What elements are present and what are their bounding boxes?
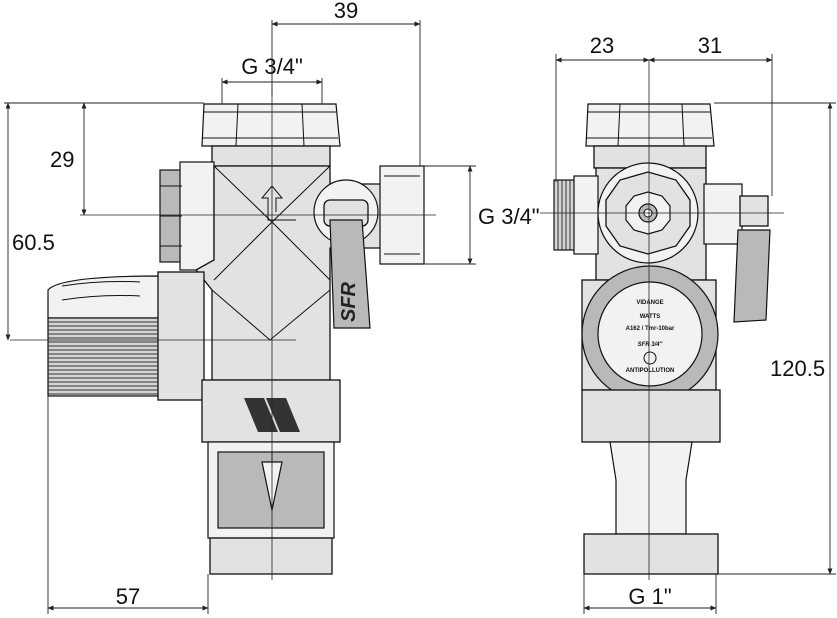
side-knurled-plug	[553, 179, 577, 251]
handle-brand-label: SFR	[338, 281, 360, 322]
dim-top-width: 39	[334, 0, 358, 23]
dim-side-height-total: 120.5	[770, 356, 825, 381]
side-top-nut	[585, 103, 715, 169]
front-view-center-lines	[10, 86, 436, 580]
dim-bottom-thread: G 1"	[628, 584, 671, 609]
dial-text-model: A162 / Tmr-10bar	[626, 326, 675, 332]
dim-height-total-left: 60.5	[12, 230, 55, 255]
dim-side-thread: G 3/4"	[478, 204, 540, 229]
dim-side-width-right: 31	[698, 33, 722, 58]
dim-side-width-left: 23	[590, 33, 614, 58]
front-view: SFR	[47, 103, 425, 575]
dial-text-size: SFR 3/4"	[638, 342, 663, 348]
dial-text-watts: WATTS	[640, 314, 661, 320]
lower-body	[201, 379, 341, 575]
top-hex-nut	[201, 103, 341, 167]
side-view-center-lines	[540, 60, 784, 580]
dim-height-upper: 29	[50, 147, 74, 172]
side-view-dimensions: 23 31 120.5 G 1"	[555, 33, 836, 614]
dim-top-thread: G 3/4"	[241, 54, 303, 79]
left-side-stub	[159, 161, 215, 271]
drain-handle: SFR	[313, 179, 379, 329]
flow-arrow-symbol	[260, 185, 296, 221]
front-view-dimensions: 39 G 3/4" 29 60.5 G 3/4" 57	[4, 0, 540, 614]
side-bottom	[581, 389, 721, 575]
left-knurled-cap	[47, 271, 205, 401]
side-dial: VIDANGE WATTS A162 / Tmr-10bar SFR 3/4" …	[581, 265, 719, 403]
side-view: VIDANGE WATTS A162 / Tmr-10bar SFR 3/4" …	[553, 103, 771, 575]
dial-text-vidange: VIDANGE	[636, 300, 663, 306]
side-handle	[703, 183, 771, 323]
dial-text-antipollution: ANTIPOLLUTION	[626, 368, 675, 374]
dim-bottom-offset: 57	[116, 584, 140, 609]
